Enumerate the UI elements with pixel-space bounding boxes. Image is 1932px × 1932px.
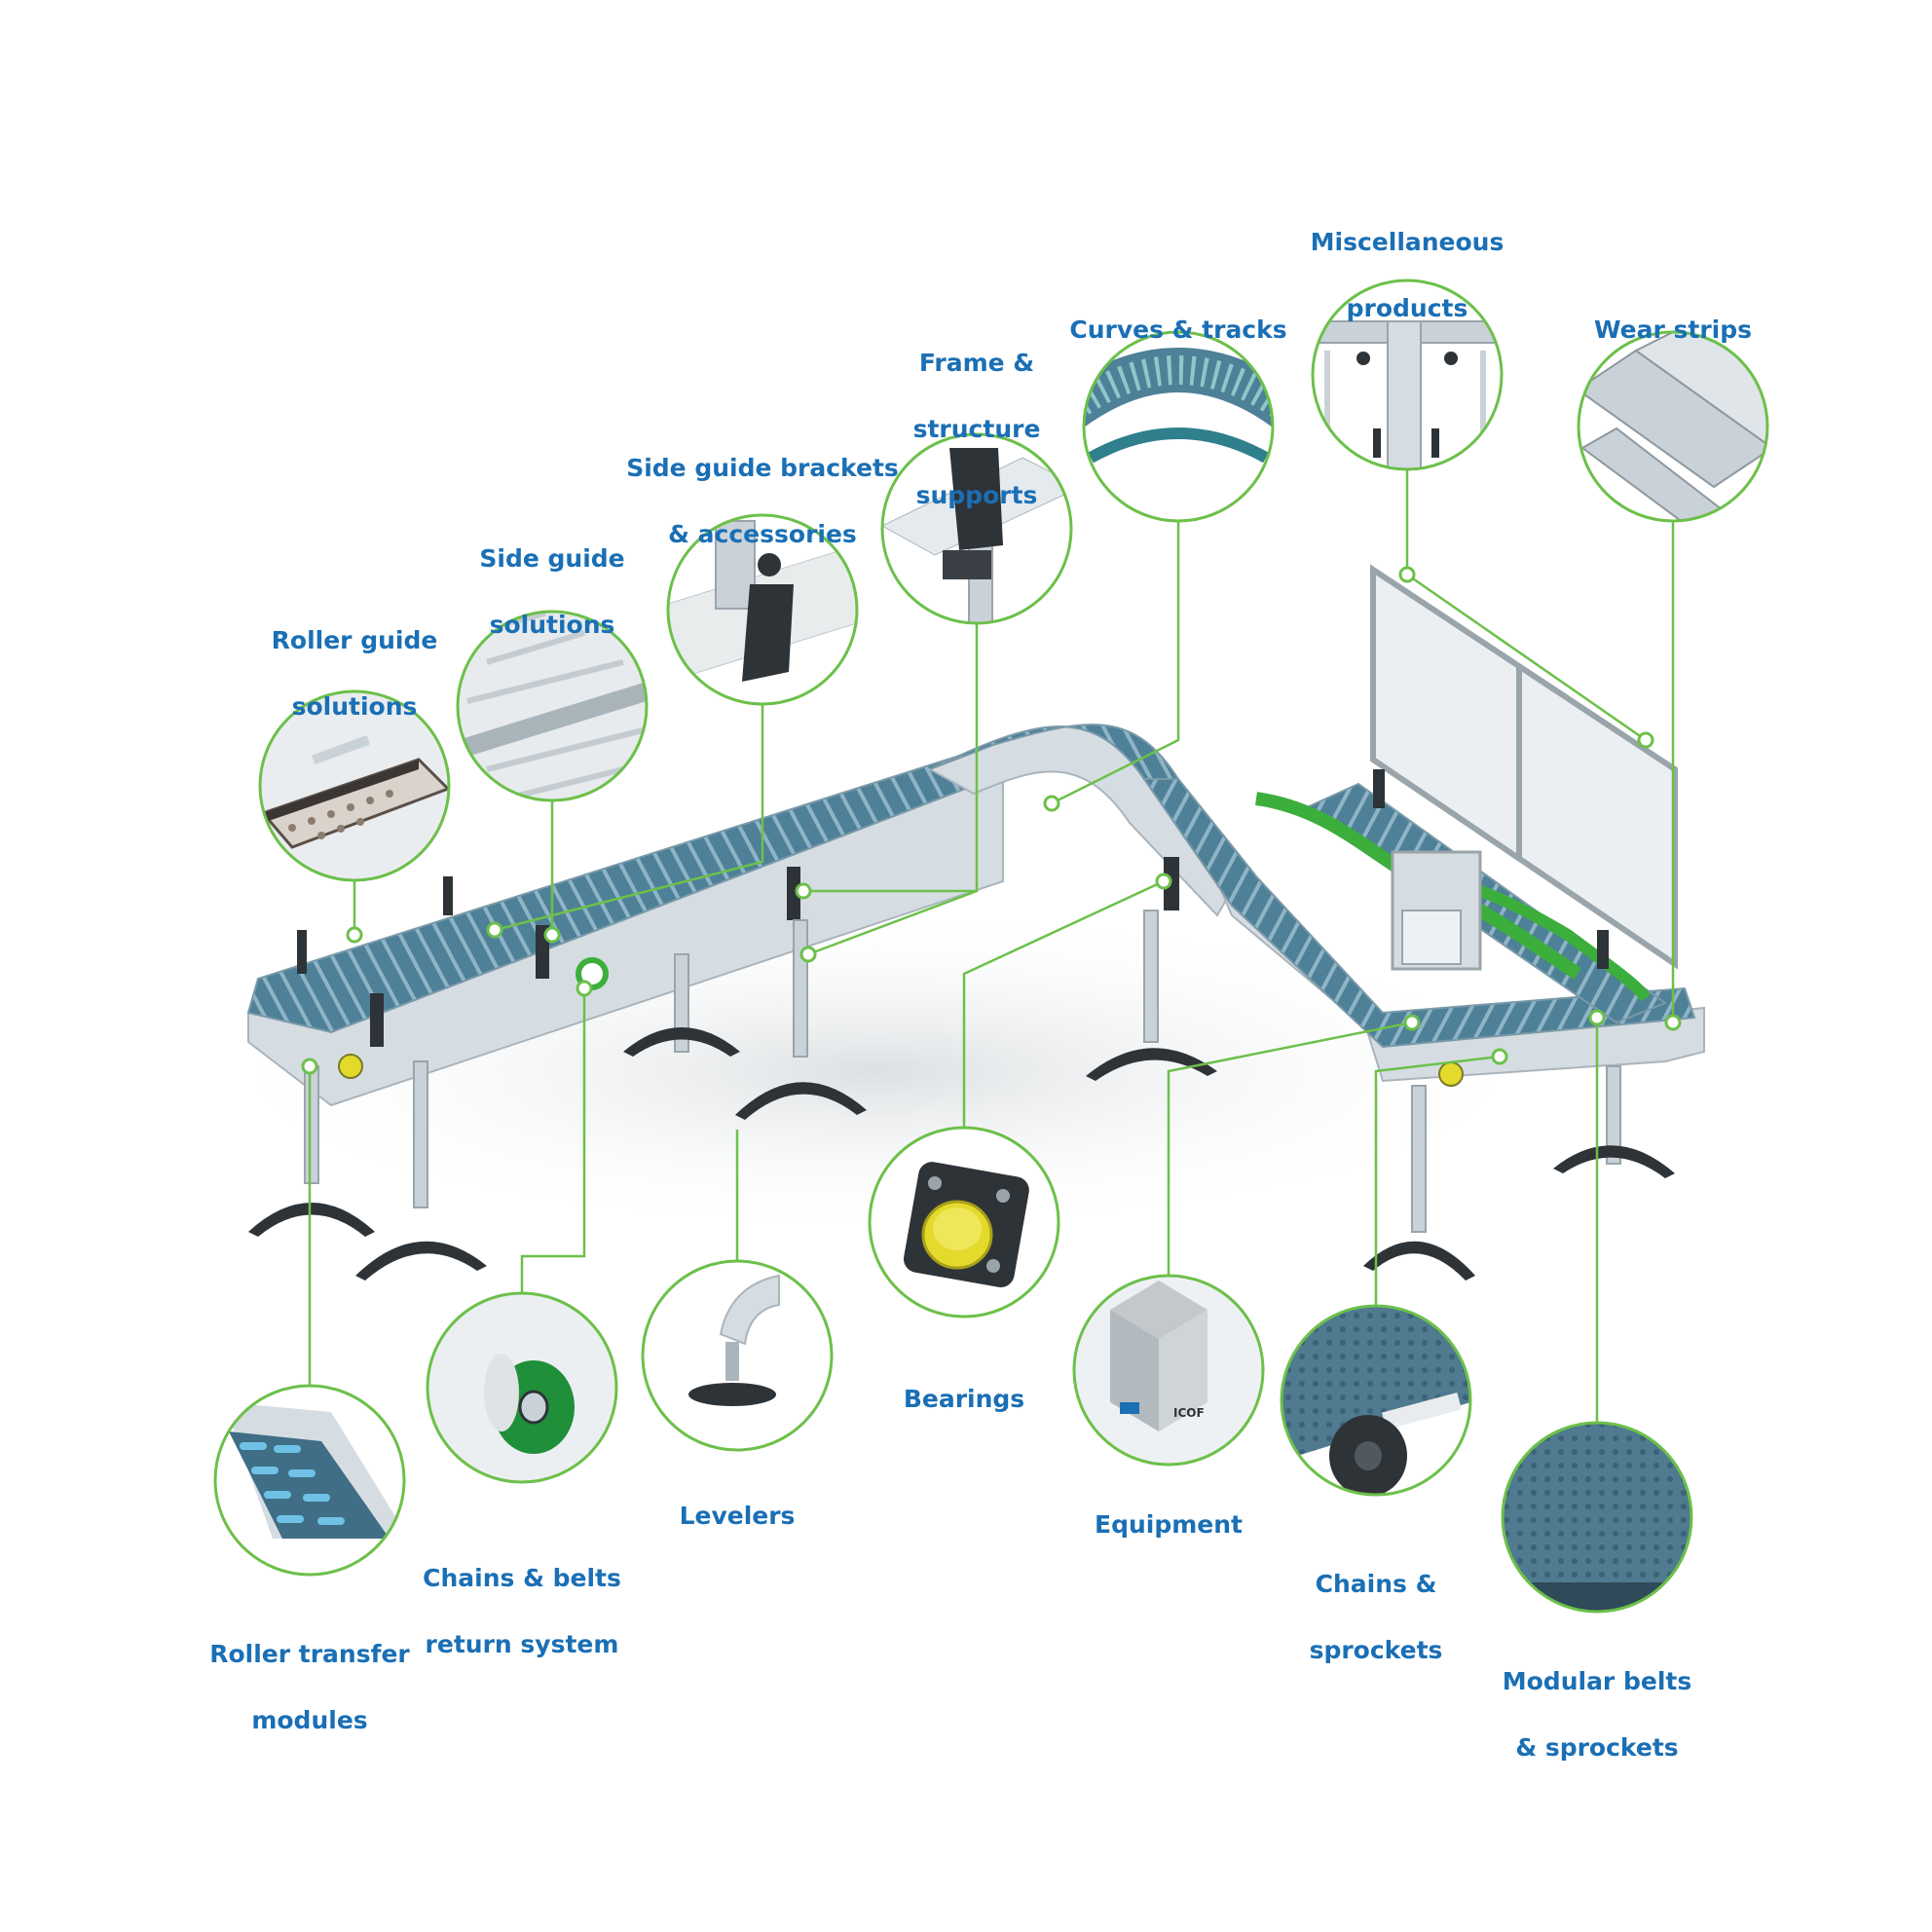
label-line: Side guide brackets	[626, 454, 899, 482]
label-bearings: Bearings	[799, 1350, 1130, 1449]
label-miscellaneous-products: Miscellaneous products	[1242, 193, 1573, 358]
label-line: & accessories	[668, 520, 857, 548]
label-side-guide-brackets: Side guide brackets & accessories	[597, 419, 928, 584]
label-curves-tracks: Curves & tracks	[1013, 280, 1344, 380]
label-modular-belts-sprockets: Modular belts & sprockets	[1431, 1632, 1763, 1798]
label-line: Chains & belts	[423, 1564, 621, 1592]
label-chains-belts-return: Chains & belts return system	[356, 1529, 687, 1694]
conveyor-illustration	[246, 564, 1705, 1281]
label-line: modules	[251, 1706, 368, 1734]
detail-chains-belts-return	[426, 1291, 618, 1484]
detail-roller-transfer-modules	[213, 1384, 406, 1577]
callout-dots	[301, 566, 1682, 1075]
label-side-guide-solutions: Side guide solutions	[387, 509, 718, 675]
icof-logo-text: ICOF	[1173, 1406, 1205, 1420]
label-line: Roller guide	[271, 626, 438, 654]
label-line: solutions	[489, 611, 615, 639]
detail-roller-guide-solutions	[258, 689, 451, 882]
label-roller-guide-solutions: Roller guide solutions	[189, 591, 520, 757]
detail-chains-sprockets	[1280, 1304, 1472, 1497]
label-line: & sprockets	[1515, 1733, 1679, 1762]
label-levelers: Levelers	[572, 1467, 903, 1566]
label-line: supports	[915, 481, 1038, 509]
label-line: Frame &	[918, 349, 1035, 377]
label-line: Levelers	[679, 1502, 796, 1530]
label-line: Side guide	[479, 544, 625, 573]
label-line: Wear strips	[1593, 316, 1753, 344]
label-line: Curves & tracks	[1069, 316, 1287, 344]
detail-side-guide-brackets	[666, 513, 859, 706]
label-frame-structure-supports: Frame & structure supports	[811, 314, 1142, 545]
label-line: Equipment	[1095, 1510, 1243, 1539]
detail-wear-strips	[1577, 330, 1769, 523]
label-wear-strips: Wear strips	[1507, 280, 1839, 380]
label-roller-transfer-modules: Roller transfer modules	[144, 1605, 475, 1770]
label-line: Chains &	[1315, 1570, 1437, 1598]
label-line: solutions	[291, 692, 418, 721]
label-line: Bearings	[903, 1385, 1025, 1413]
detail-bearings	[868, 1126, 1060, 1319]
label-line: structure	[912, 415, 1041, 443]
label-equipment: Equipment	[1003, 1475, 1334, 1575]
detail-frame-structure-supports	[880, 432, 1073, 625]
label-line: sprockets	[1309, 1636, 1443, 1664]
detail-miscellaneous-products	[1311, 279, 1504, 471]
callout-lines	[308, 469, 1675, 1423]
label-chains-sprockets: Chains & sprockets	[1210, 1535, 1542, 1700]
label-line: Roller transfer	[209, 1640, 410, 1668]
detail-curves-tracks	[1082, 330, 1275, 523]
label-line: Modular belts	[1502, 1667, 1692, 1695]
label-line: Miscellaneous	[1310, 228, 1505, 256]
detail-levelers	[641, 1259, 834, 1452]
detail-side-guide-solutions	[456, 610, 649, 802]
label-line: products	[1346, 294, 1468, 322]
detail-equipment: ICOF	[1072, 1274, 1265, 1467]
label-line: return system	[425, 1630, 619, 1658]
